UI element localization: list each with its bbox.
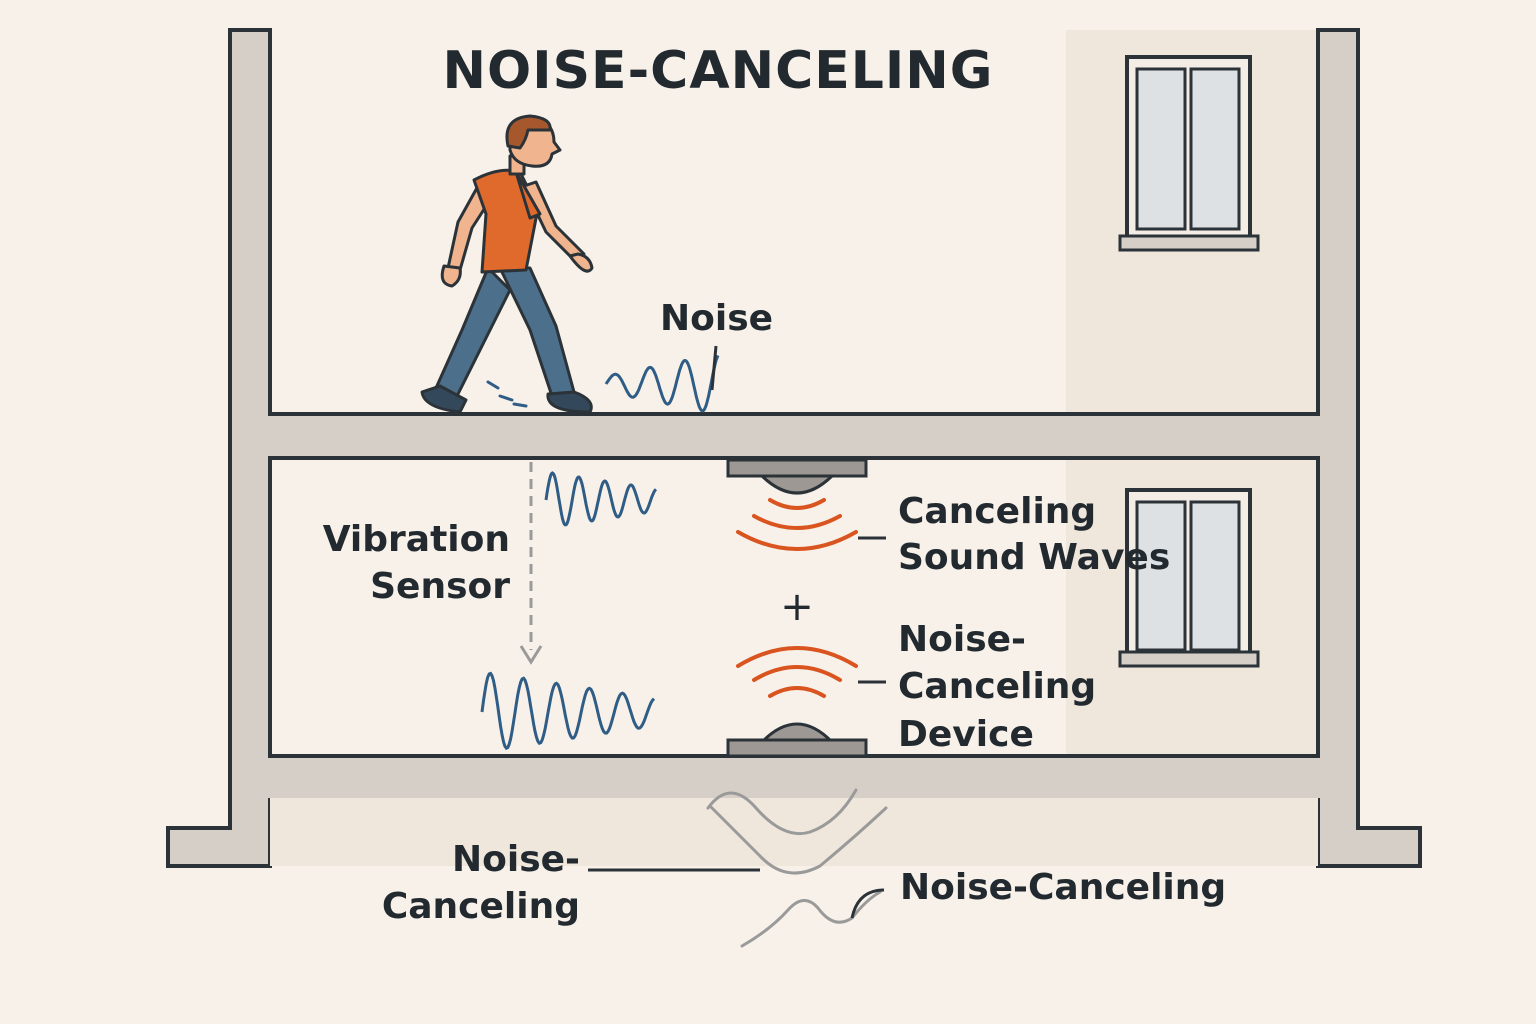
ceiling-speaker (726, 458, 868, 495)
floor-speaker (726, 722, 868, 758)
vibration-sensor-label-line2: Sensor (370, 566, 510, 607)
plus-sign: + (780, 584, 814, 630)
noise-leader-line (710, 345, 718, 391)
noise-wave-upper (604, 354, 720, 413)
resulting-waves (706, 788, 888, 948)
canceling-waves-label-line2: Sound Waves (898, 537, 1170, 578)
upper-window (1118, 55, 1260, 252)
canceling-waves-label-line1: Canceling (898, 491, 1096, 532)
bottom-left-label-line2: Canceling (382, 886, 580, 927)
left-wall (166, 28, 272, 868)
walking-person (420, 114, 594, 414)
bottom-right-leader (850, 888, 885, 919)
noise-label: Noise (660, 298, 773, 339)
device-label-line2: Canceling (898, 666, 1096, 707)
vibration-wave-lower (480, 671, 656, 751)
device-label-line1: Noise- (898, 619, 1026, 660)
canceling-sound-arcs-bottom (736, 646, 858, 698)
canceling-sound-arcs-top (736, 498, 858, 551)
lower-window (1118, 488, 1260, 668)
bottom-left-label-line1: Noise- (452, 839, 580, 880)
device-label-line3: Device (898, 714, 1034, 755)
bottom-right-label: Noise-Canceling (900, 867, 1226, 908)
vibration-wave-upper (544, 471, 658, 527)
vibration-sensor-label-line1: Vibration (323, 519, 510, 560)
upper-floor-slab (268, 412, 1320, 460)
lower-floor-slab (268, 754, 1320, 802)
footstep-marks (486, 380, 528, 408)
diagram-title: NOISE-CANCELING (443, 41, 994, 101)
vibration-sensor-arrowhead (519, 645, 543, 665)
